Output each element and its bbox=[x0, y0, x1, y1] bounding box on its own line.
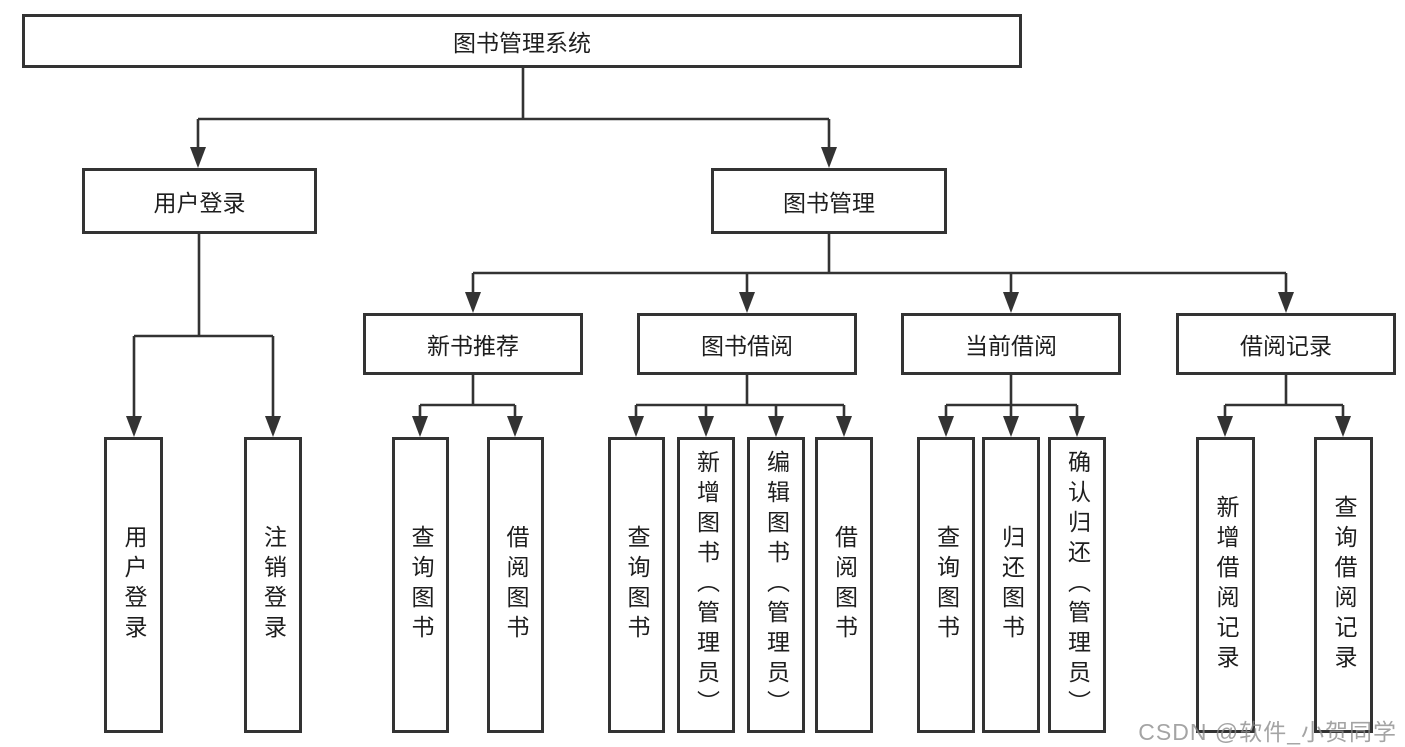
node-book-management-label: 图书管理 bbox=[783, 190, 875, 216]
node-borrowing-records: 借阅记录 bbox=[1176, 313, 1396, 375]
leaf-add-books-admin: 新增图书（管理员） bbox=[677, 437, 735, 733]
leaf-recommend-borrow-books-label: 借阅图书 bbox=[503, 525, 529, 645]
node-book-borrowing: 图书借阅 bbox=[637, 313, 857, 375]
leaf-recommend-query-books: 查询图书 bbox=[392, 437, 449, 733]
node-user-login-label: 用户登录 bbox=[153, 190, 246, 216]
leaf-query-borrow-record-label: 查询借阅记录 bbox=[1331, 495, 1357, 675]
leaf-logout-label: 注销登录 bbox=[260, 525, 287, 645]
leaf-borrowing-query-books-label: 查询图书 bbox=[624, 525, 650, 645]
leaf-confirm-return-admin: 确认归还（管理员） bbox=[1048, 437, 1106, 733]
leaf-current-query-books: 查询图书 bbox=[917, 437, 975, 733]
node-user-login: 用户登录 bbox=[82, 168, 317, 234]
leaf-borrow-books: 借阅图书 bbox=[815, 437, 873, 733]
leaf-add-borrow-record-label: 新增借阅记录 bbox=[1213, 495, 1239, 675]
leaf-borrow-books-label: 借阅图书 bbox=[831, 525, 858, 645]
leaf-add-books-admin-label: 新增图书（管理员） bbox=[693, 450, 720, 720]
leaf-logout: 注销登录 bbox=[244, 437, 302, 733]
node-book-management: 图书管理 bbox=[711, 168, 947, 234]
leaf-edit-books-admin: 编辑图书（管理员） bbox=[747, 437, 805, 733]
leaf-confirm-return-admin-label: 确认归还（管理员） bbox=[1064, 450, 1091, 720]
leaf-borrowing-query-books: 查询图书 bbox=[608, 437, 665, 733]
node-current-borrowing-label: 当前借阅 bbox=[965, 333, 1057, 359]
leaf-user-login-label: 用户登录 bbox=[121, 525, 147, 645]
node-current-borrowing: 当前借阅 bbox=[901, 313, 1121, 375]
leaf-edit-books-admin-label: 编辑图书（管理员） bbox=[763, 450, 790, 720]
leaf-current-query-books-label: 查询图书 bbox=[933, 525, 960, 645]
leaf-return-books-label: 归还图书 bbox=[998, 525, 1025, 645]
node-book-borrowing-label: 图书借阅 bbox=[701, 333, 793, 359]
node-new-book-recommend-label: 新书推荐 bbox=[427, 333, 519, 359]
node-borrowing-records-label: 借阅记录 bbox=[1240, 333, 1332, 359]
leaf-recommend-query-books-label: 查询图书 bbox=[408, 525, 434, 645]
leaf-recommend-borrow-books: 借阅图书 bbox=[487, 437, 544, 733]
csdn-watermark: CSDN @软件_小贺同学 bbox=[1138, 719, 1397, 745]
leaf-user-login: 用户登录 bbox=[104, 437, 163, 733]
leaf-return-books: 归还图书 bbox=[982, 437, 1040, 733]
node-root-label: 图书管理系统 bbox=[453, 30, 591, 56]
node-new-book-recommend: 新书推荐 bbox=[363, 313, 583, 375]
arrowheads bbox=[126, 147, 1351, 437]
node-root: 图书管理系统 bbox=[22, 14, 1022, 68]
leaf-query-borrow-record: 查询借阅记录 bbox=[1314, 437, 1373, 733]
leaf-add-borrow-record: 新增借阅记录 bbox=[1196, 437, 1255, 733]
